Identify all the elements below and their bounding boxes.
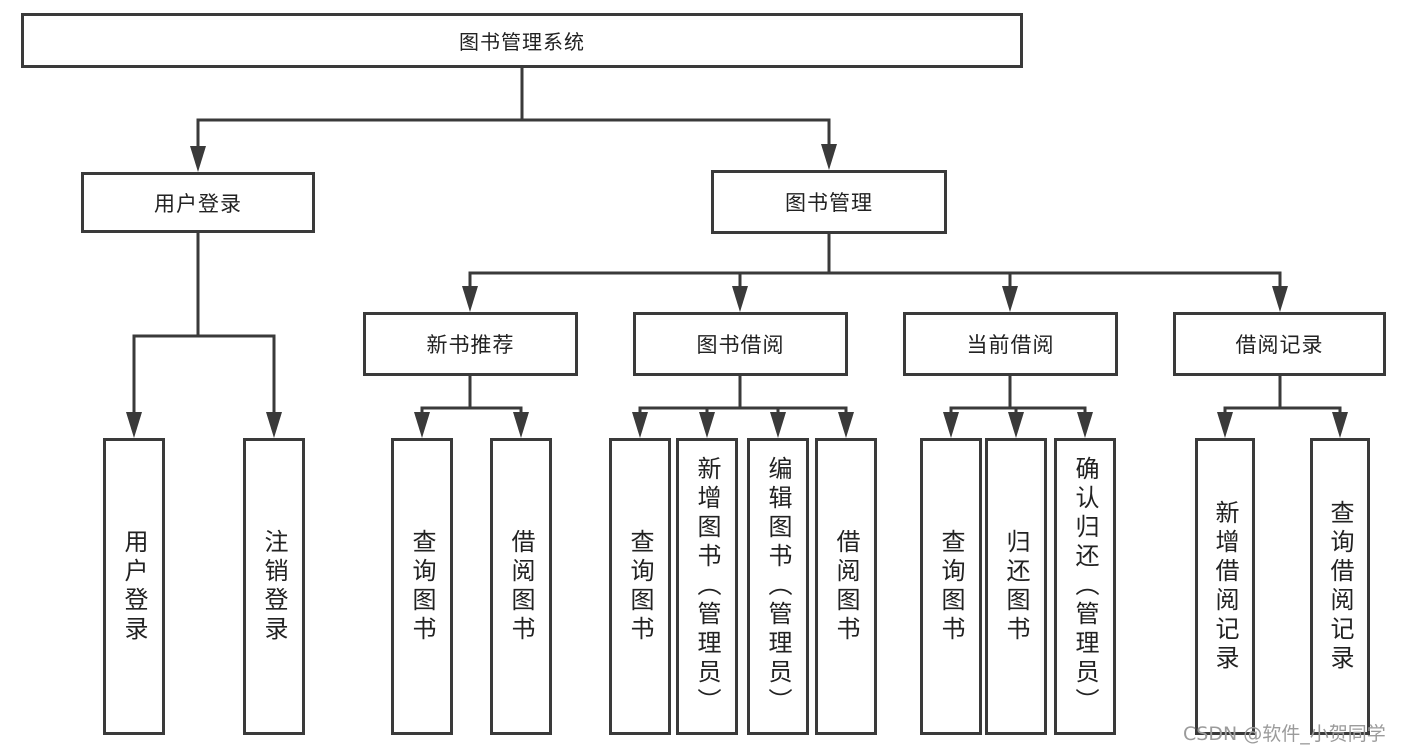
leaf-label: 用户登录 xyxy=(120,528,148,645)
leaf-label: 查询图书 xyxy=(937,528,965,645)
leaf-records-add-borrow-record: 新增借阅记录 xyxy=(1195,438,1255,735)
arrow-down-icon xyxy=(266,412,282,438)
arrow-down-icon xyxy=(1332,412,1348,438)
node-label: 用户登录 xyxy=(154,191,242,216)
arrow-down-icon xyxy=(513,412,529,438)
leaf-current-return-books: 归还图书 xyxy=(985,438,1047,735)
leaf-borrow-query-books: 查询图书 xyxy=(609,438,671,735)
connector-root-to-level2 xyxy=(190,66,837,172)
leaf-label: 查询图书 xyxy=(626,528,654,645)
node-new-book-recommend: 新书推荐 xyxy=(363,312,578,376)
leaf-label: 借阅图书 xyxy=(832,528,860,645)
node-book-borrow: 图书借阅 xyxy=(633,312,848,376)
arrow-down-icon xyxy=(1272,286,1288,312)
leaf-label: 借阅图书 xyxy=(507,528,535,645)
arrow-down-icon xyxy=(462,286,478,312)
arrow-down-icon xyxy=(821,144,837,170)
leaf-recommend-borrow-books: 借阅图书 xyxy=(490,438,552,735)
arrow-down-icon xyxy=(699,412,715,438)
arrow-down-icon xyxy=(190,146,206,172)
node-label: 图书管理 xyxy=(785,191,873,215)
arrow-down-icon xyxy=(1002,286,1018,312)
arrow-down-icon xyxy=(1077,412,1093,438)
leaf-borrow-borrow-books: 借阅图书 xyxy=(815,438,877,735)
arrow-down-icon xyxy=(1008,412,1024,438)
leaf-label: 注销登录 xyxy=(260,528,288,645)
connector-book-borrow-to-leaves xyxy=(632,374,854,438)
connector-borrow-records-to-leaves xyxy=(1217,374,1348,438)
leaf-recommend-query-books: 查询图书 xyxy=(391,438,453,735)
connector-current-borrow-to-leaves xyxy=(943,374,1093,438)
csdn-watermark: CSDN @软件_小贺同学 xyxy=(1183,723,1386,745)
node-root-system: 图书管理系统 xyxy=(21,13,1023,68)
leaf-label: 新增图书（管理员） xyxy=(693,456,721,717)
node-label: 图书管理系统 xyxy=(459,30,585,54)
node-book-management: 图书管理 xyxy=(711,170,947,234)
arrow-down-icon xyxy=(732,286,748,312)
leaf-label: 编辑图书（管理员） xyxy=(764,456,792,717)
leaf-current-query-books: 查询图书 xyxy=(920,438,982,735)
node-label: 新书推荐 xyxy=(426,333,515,357)
leaf-label: 查询借阅记录 xyxy=(1326,499,1354,674)
node-label: 图书借阅 xyxy=(696,333,785,357)
leaf-user-login: 用户登录 xyxy=(103,438,165,735)
leaf-logout-login: 注销登录 xyxy=(243,438,305,735)
leaf-current-confirm-return-admin: 确认归还（管理员） xyxy=(1054,438,1116,735)
node-current-borrow: 当前借阅 xyxy=(903,312,1118,376)
leaf-borrow-edit-books-admin: 编辑图书（管理员） xyxy=(747,438,809,735)
node-borrow-records: 借阅记录 xyxy=(1173,312,1386,376)
leaf-label: 确认归还（管理员） xyxy=(1071,456,1099,717)
arrow-down-icon xyxy=(770,412,786,438)
leaf-borrow-add-books-admin: 新增图书（管理员） xyxy=(676,438,738,735)
node-user-login: 用户登录 xyxy=(81,172,315,233)
arrow-down-icon xyxy=(126,412,142,438)
arrow-down-icon xyxy=(1217,412,1233,438)
node-label: 当前借阅 xyxy=(966,333,1055,357)
leaf-label: 新增借阅记录 xyxy=(1211,499,1239,674)
leaf-label: 查询图书 xyxy=(408,528,436,645)
arrow-down-icon xyxy=(838,412,854,438)
connector-book-management-to-level3 xyxy=(462,232,1288,312)
arrow-down-icon xyxy=(943,412,959,438)
connector-user-login-to-leaves xyxy=(126,231,282,438)
arrow-down-icon xyxy=(414,412,430,438)
connector-new-book-recommend-to-leaves xyxy=(414,374,529,438)
node-label: 借阅记录 xyxy=(1235,333,1324,357)
leaf-label: 归还图书 xyxy=(1002,528,1030,645)
arrow-down-icon xyxy=(632,412,648,438)
leaf-records-query-borrow-record: 查询借阅记录 xyxy=(1310,438,1370,735)
